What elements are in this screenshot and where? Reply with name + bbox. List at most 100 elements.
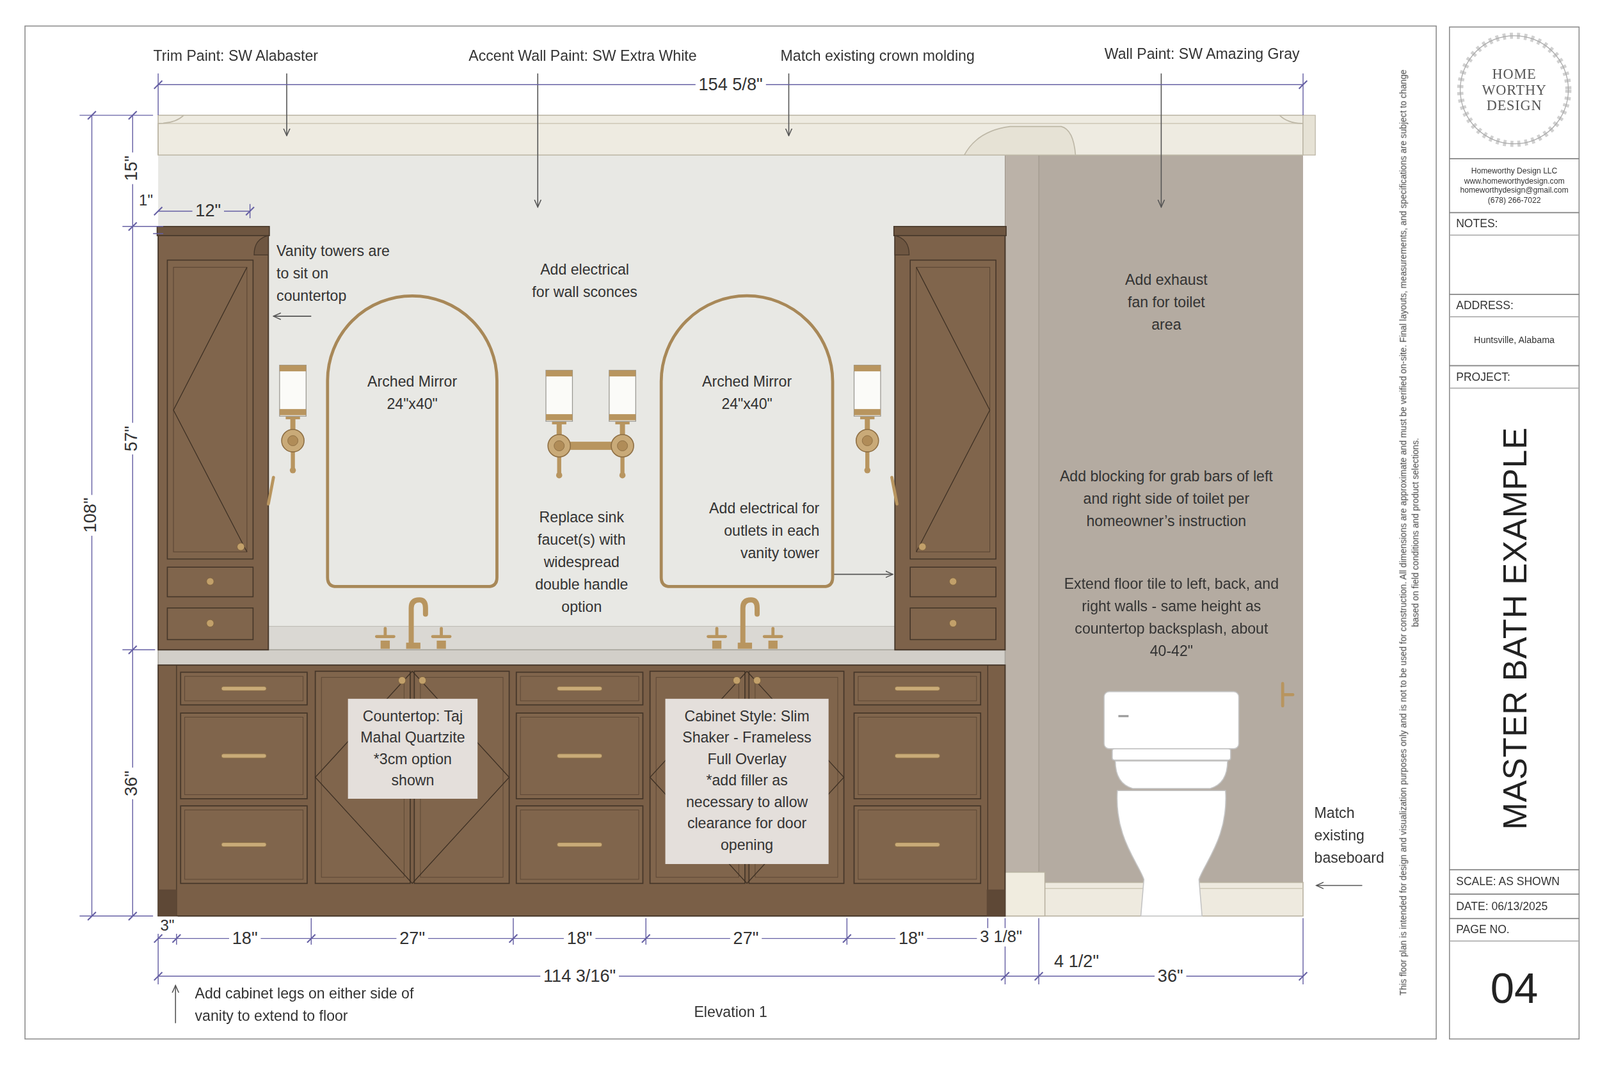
callout-text: Countertop: Taj Mahal Quartzite (353, 705, 472, 749)
cell-value: Huntsville, Alabama (1450, 334, 1579, 345)
dimension-label: 12" (192, 200, 224, 221)
leader-arrow (536, 73, 539, 208)
crown-molding (964, 126, 1076, 156)
design-note: Add cabinet legs on either side of vanit… (195, 982, 451, 1028)
leader-arrow (1160, 73, 1163, 208)
contact-text: homeworthydesign@gmail.com (1450, 185, 1579, 196)
design-note: Add electrical for wall sconces (531, 257, 639, 303)
contact-text: Homeworthy Design LLC (1450, 166, 1579, 176)
wall-sconce (609, 370, 636, 479)
wall (158, 154, 1304, 916)
base-cabinet (176, 664, 177, 916)
cell-heading: PAGE NO. (1450, 919, 1579, 942)
base-cabinet (516, 672, 644, 884)
base-cabinet (158, 664, 1005, 916)
contact-text: (678) 266-7022 (1450, 195, 1579, 206)
design-note: Replace sink faucet(s) with widespread d… (528, 506, 635, 619)
wall-sconce (279, 365, 306, 474)
design-note: Vanity towers are to sit on countertop (276, 240, 392, 308)
baseboard (999, 872, 1046, 917)
wall-hardware (268, 477, 274, 504)
dimension-line (79, 73, 1304, 985)
vanity-tower (157, 226, 270, 650)
dimension-label: 18" (229, 928, 261, 949)
leader-arrow (174, 985, 176, 1024)
paint-note: Wall Paint: SW Amazing Gray (1101, 45, 1303, 63)
mirror-outline (324, 292, 500, 590)
leader-arrow (286, 73, 288, 136)
cell-heading: ADDRESS: (1450, 295, 1579, 318)
wall-hardware (1282, 683, 1293, 706)
logo-cell: HOME WORTHY DESIGN (1448, 26, 1580, 159)
wall-sconce (854, 365, 881, 474)
crown-molding (1279, 115, 1304, 155)
toilet (1104, 691, 1239, 917)
sink-faucet (708, 599, 783, 649)
callout-box: Cabinet Style: Slim Shaker - Frameless F… (665, 698, 829, 864)
leader-arrow (1316, 885, 1363, 887)
base-cabinet (158, 889, 177, 916)
callout-text: *add filler as necessary to allow cleara… (671, 769, 823, 856)
page-number: 04 (1450, 963, 1579, 1014)
dimension-label: 3 1/8" (976, 928, 1025, 947)
leader-arrow (788, 73, 790, 136)
project-cell: PROJECT:MASTER BATH EXAMPLE (1448, 365, 1580, 871)
toilet (1118, 714, 1129, 717)
design-note: Add exhaust fan for toilet area (1115, 268, 1218, 336)
dimension-label: 4 1/2" (1050, 951, 1102, 972)
wall-hardware (891, 477, 897, 504)
wall (1004, 154, 1039, 882)
contact-cell: Homeworthy Design LLCwww.homeworthydesig… (1448, 158, 1580, 214)
dimension-label: 108" (80, 494, 101, 536)
toilet (1116, 790, 1226, 916)
cell-value: SCALE: AS SHOWN (1450, 870, 1579, 895)
dimension-line (79, 73, 1307, 985)
wall-sconce (545, 370, 573, 479)
paint-note: Accent Wall Paint: SW Extra White (465, 47, 700, 65)
paint-note: Trim Paint: SW Alabaster (150, 47, 322, 65)
date-cell: DATE: 06/13/2025 (1448, 893, 1580, 920)
mirror-frame (661, 295, 833, 587)
sheet-border (24, 26, 1437, 1040)
crown-molding (158, 115, 184, 155)
mirror-label: Arched Mirror 24"x40" (689, 370, 805, 416)
dimension-label: 36" (121, 767, 142, 799)
disclaimer-text: This floor plan is intended for design a… (1397, 58, 1424, 1007)
countertop (158, 626, 1005, 651)
dimension-label: 18" (563, 928, 596, 949)
wall (1004, 154, 1304, 916)
toilet (1112, 748, 1231, 761)
dimension-label: 154 5/8" (695, 74, 767, 95)
sink-faucet (376, 599, 450, 649)
dimension-label: 27" (396, 928, 428, 949)
notes-cell: NOTES: (1448, 212, 1580, 296)
toilet (1104, 691, 1239, 749)
base-cabinet (650, 671, 845, 884)
callout-text: *3cm option shown (353, 748, 472, 792)
dimension-label: 1" (135, 191, 156, 209)
base-cabinet (854, 672, 982, 884)
logo-text: HOME WORTHY DESIGN (1474, 66, 1554, 115)
logo-wreath (1460, 35, 1569, 144)
address-cell: ADDRESS: Huntsville, Alabama (1448, 293, 1580, 367)
cell-value: DATE: 06/13/2025 (1450, 894, 1579, 919)
cell-heading: PROJECT: (1450, 366, 1579, 389)
leader-arrow (273, 315, 312, 317)
countertop (158, 649, 1005, 665)
dimension-label: 27" (730, 928, 762, 949)
base-cabinet (986, 889, 1006, 916)
mirror-frame (327, 295, 498, 587)
dimension-label: 36" (1154, 966, 1186, 987)
dimension-label: 114 3/16" (540, 966, 619, 987)
design-note: Add blocking for grab bars of left and r… (1050, 465, 1284, 533)
leader-arrow (175, 73, 1362, 1024)
logo-wreath (1460, 35, 1569, 144)
crown-molding (158, 115, 1304, 155)
vanity-tower (157, 226, 1007, 650)
crown-molding (1303, 115, 1316, 155)
logo-wreath (1460, 35, 1569, 144)
wall (158, 154, 1005, 651)
scale-cell: SCALE: AS SHOWN (1448, 869, 1580, 895)
design-note: Match existing baseboard (1314, 801, 1392, 870)
